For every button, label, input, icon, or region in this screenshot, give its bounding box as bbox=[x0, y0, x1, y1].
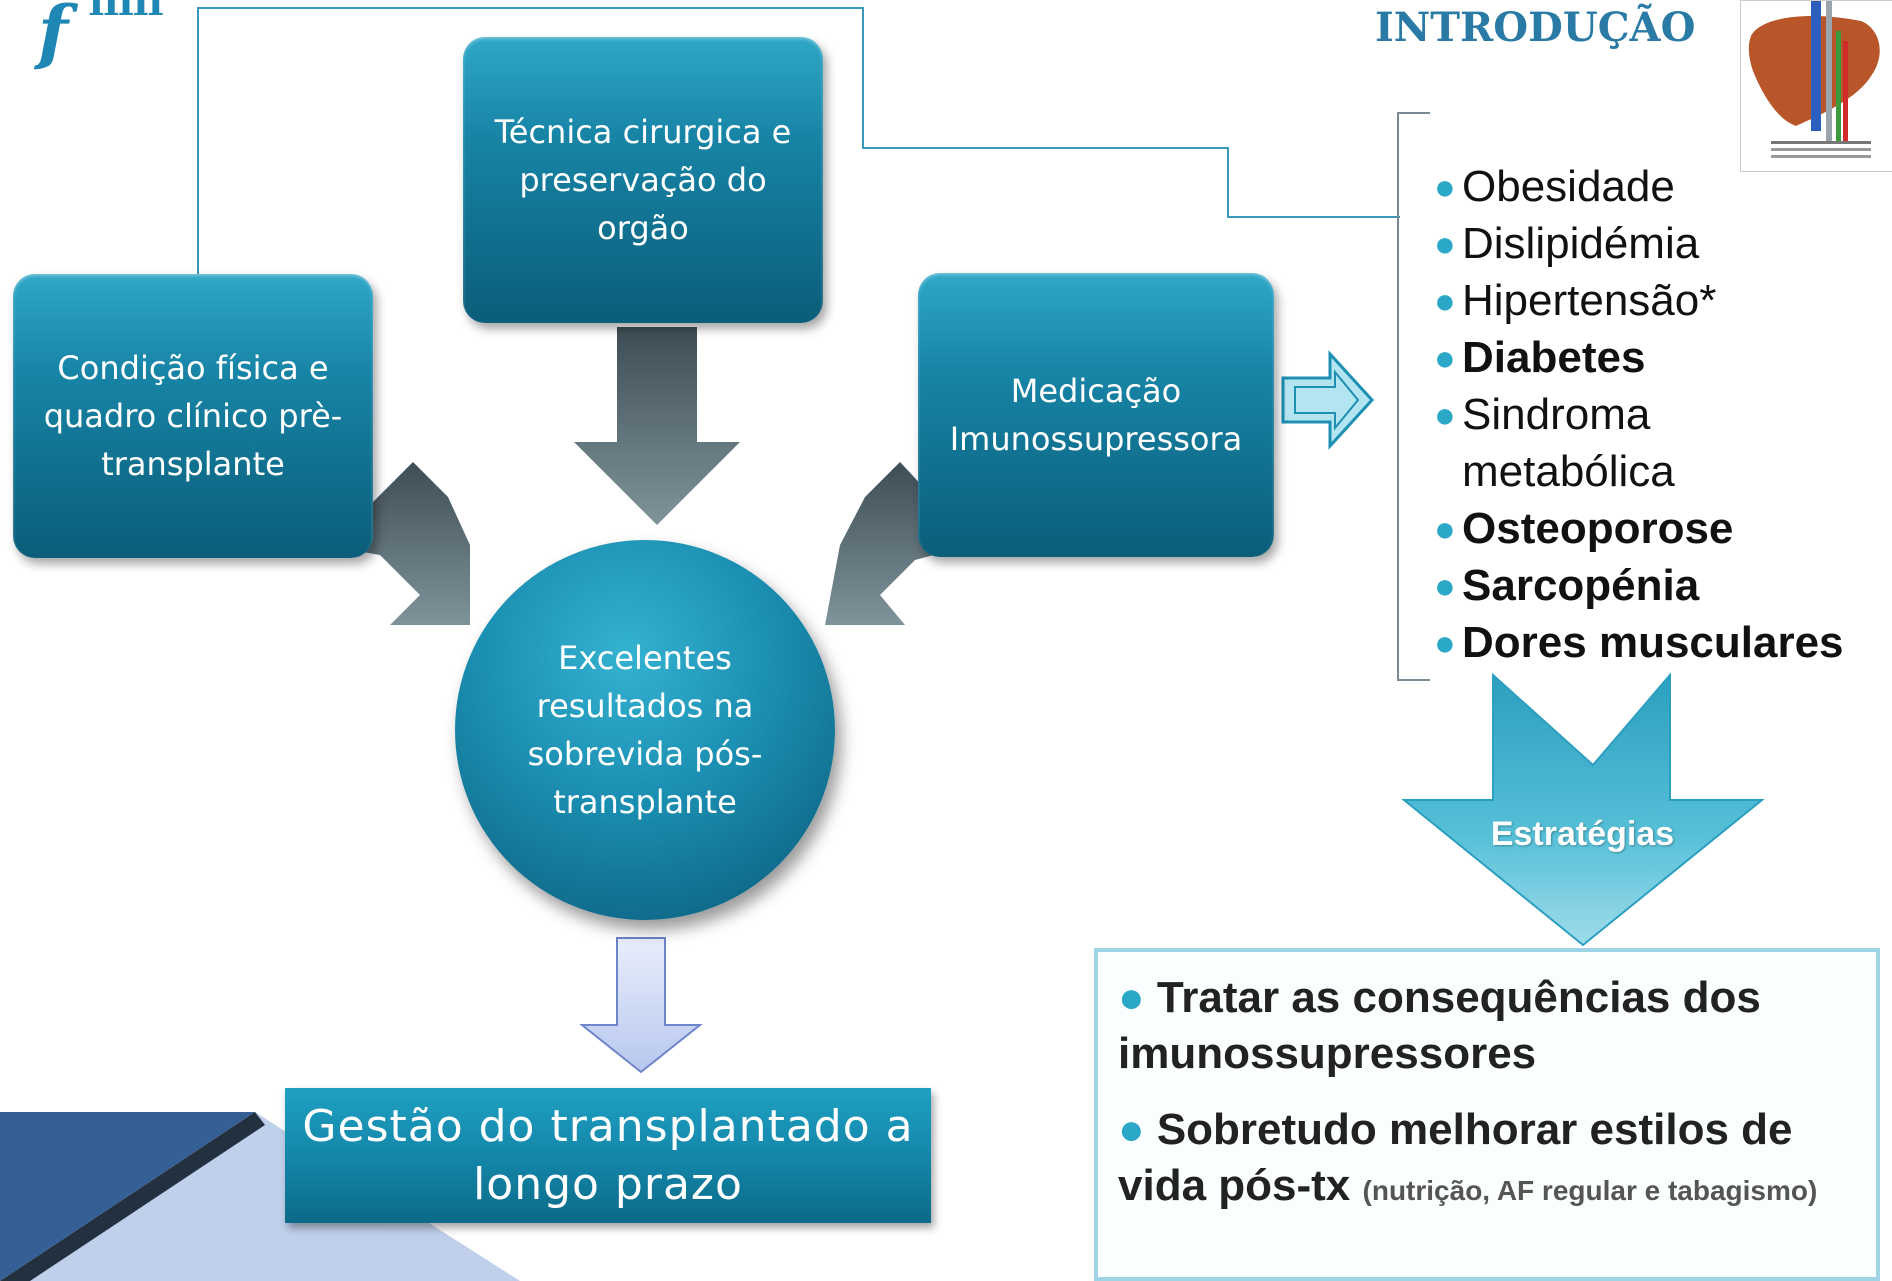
complications-list: ●Obesidade ●Dislipidémia ●Hipertensão* ●… bbox=[1430, 158, 1890, 671]
list-item-label: Diabetes bbox=[1462, 333, 1646, 382]
strategy-item-2: Sobretudo melhorar estilos de vida pós-t… bbox=[1118, 1105, 1793, 1210]
bullet-icon: ● bbox=[1434, 622, 1456, 663]
bullet-icon: ● bbox=[1434, 166, 1456, 207]
list-item-label: Obesidade bbox=[1462, 162, 1675, 211]
logo: f IIIII bbox=[38, 0, 188, 73]
box-medicacao: Medicação Imunossupressora bbox=[918, 273, 1274, 557]
list-item: ●Sindroma metabólica bbox=[1430, 386, 1762, 500]
box-medicacao-label: Medicação Imunossupressora bbox=[949, 372, 1243, 458]
list-item-label: Sarcopénia bbox=[1462, 561, 1700, 610]
logo-bars: IIIII bbox=[88, 0, 164, 24]
circle-resultados: Excelentes resultados na sobrevida pós-t… bbox=[455, 540, 835, 920]
list-item-label: Hipertensão* bbox=[1462, 276, 1717, 325]
list-item-label: Dislipidémia bbox=[1462, 219, 1700, 268]
liver-icon bbox=[1748, 1, 1880, 158]
list-item: ●Osteoporose bbox=[1430, 500, 1890, 557]
list-item: ●Dores musculares bbox=[1430, 614, 1890, 671]
list-item: ●Diabetes bbox=[1430, 329, 1890, 386]
strategy-item-1: Tratar as consequências dos imunossupres… bbox=[1118, 973, 1761, 1078]
down-arrow-gestao bbox=[579, 937, 703, 1074]
estrategias-arrow bbox=[1401, 672, 1765, 947]
box-condicao-fisica: Condição física e quadro clínico prè-tra… bbox=[13, 274, 373, 558]
list-item: ●Obesidade bbox=[1430, 158, 1890, 215]
list-item-label: Osteoporose bbox=[1462, 504, 1734, 553]
page-title: INTRODUÇÃO bbox=[1375, 4, 1696, 51]
bullet-icon: ● bbox=[1434, 565, 1456, 606]
bullet-icon: ● bbox=[1434, 508, 1456, 549]
bullet-icon: ● bbox=[1118, 973, 1145, 1022]
box-gestao-label: Gestão do transplantado a longo prazo bbox=[302, 1101, 914, 1210]
corner-decoration bbox=[0, 1112, 520, 1281]
strategy-item-2-note: (nutrição, AF regular e tabagismo) bbox=[1362, 1175, 1818, 1206]
box-tecnica-cirurgica: Técnica cirurgica e preservação do orgão bbox=[463, 37, 823, 323]
logo-letter: f bbox=[38, 0, 69, 73]
liver-anatomy-image bbox=[1740, 0, 1892, 172]
box-tecnica-label: Técnica cirurgica e preservação do orgão bbox=[494, 113, 792, 247]
strategies-box: ● Tratar as consequências dos imunossupr… bbox=[1094, 948, 1880, 1281]
connector-line bbox=[197, 7, 1400, 275]
bullet-icon: ● bbox=[1118, 1105, 1145, 1154]
box-condicao-label: Condição física e quadro clínico prè-tra… bbox=[43, 349, 343, 483]
list-item: ●Sarcopénia bbox=[1430, 557, 1890, 614]
strategy-item: ● Sobretudo melhorar estilos de vida pós… bbox=[1118, 1102, 1856, 1219]
bullet-icon: ● bbox=[1434, 280, 1456, 321]
bullet-icon: ● bbox=[1434, 223, 1456, 264]
list-bracket bbox=[1397, 112, 1430, 681]
right-arrow-list bbox=[1281, 350, 1375, 450]
bullet-icon: ● bbox=[1434, 394, 1456, 435]
down-arrow-tecnica bbox=[574, 327, 740, 525]
list-item-label: Dores musculares bbox=[1462, 618, 1844, 667]
list-item-label: Sindroma metabólica bbox=[1462, 390, 1675, 496]
circle-resultados-label: Excelentes resultados na sobrevida pós-t… bbox=[527, 639, 763, 821]
list-item: ●Dislipidémia bbox=[1430, 215, 1890, 272]
bullet-icon: ● bbox=[1434, 337, 1456, 378]
estrategias-label: Estratégias bbox=[1490, 815, 1675, 853]
list-item: ●Hipertensão* bbox=[1430, 272, 1890, 329]
strategy-item: ● Tratar as consequências dos imunossupr… bbox=[1118, 970, 1856, 1082]
box-gestao: Gestão do transplantado a longo prazo bbox=[285, 1088, 931, 1223]
